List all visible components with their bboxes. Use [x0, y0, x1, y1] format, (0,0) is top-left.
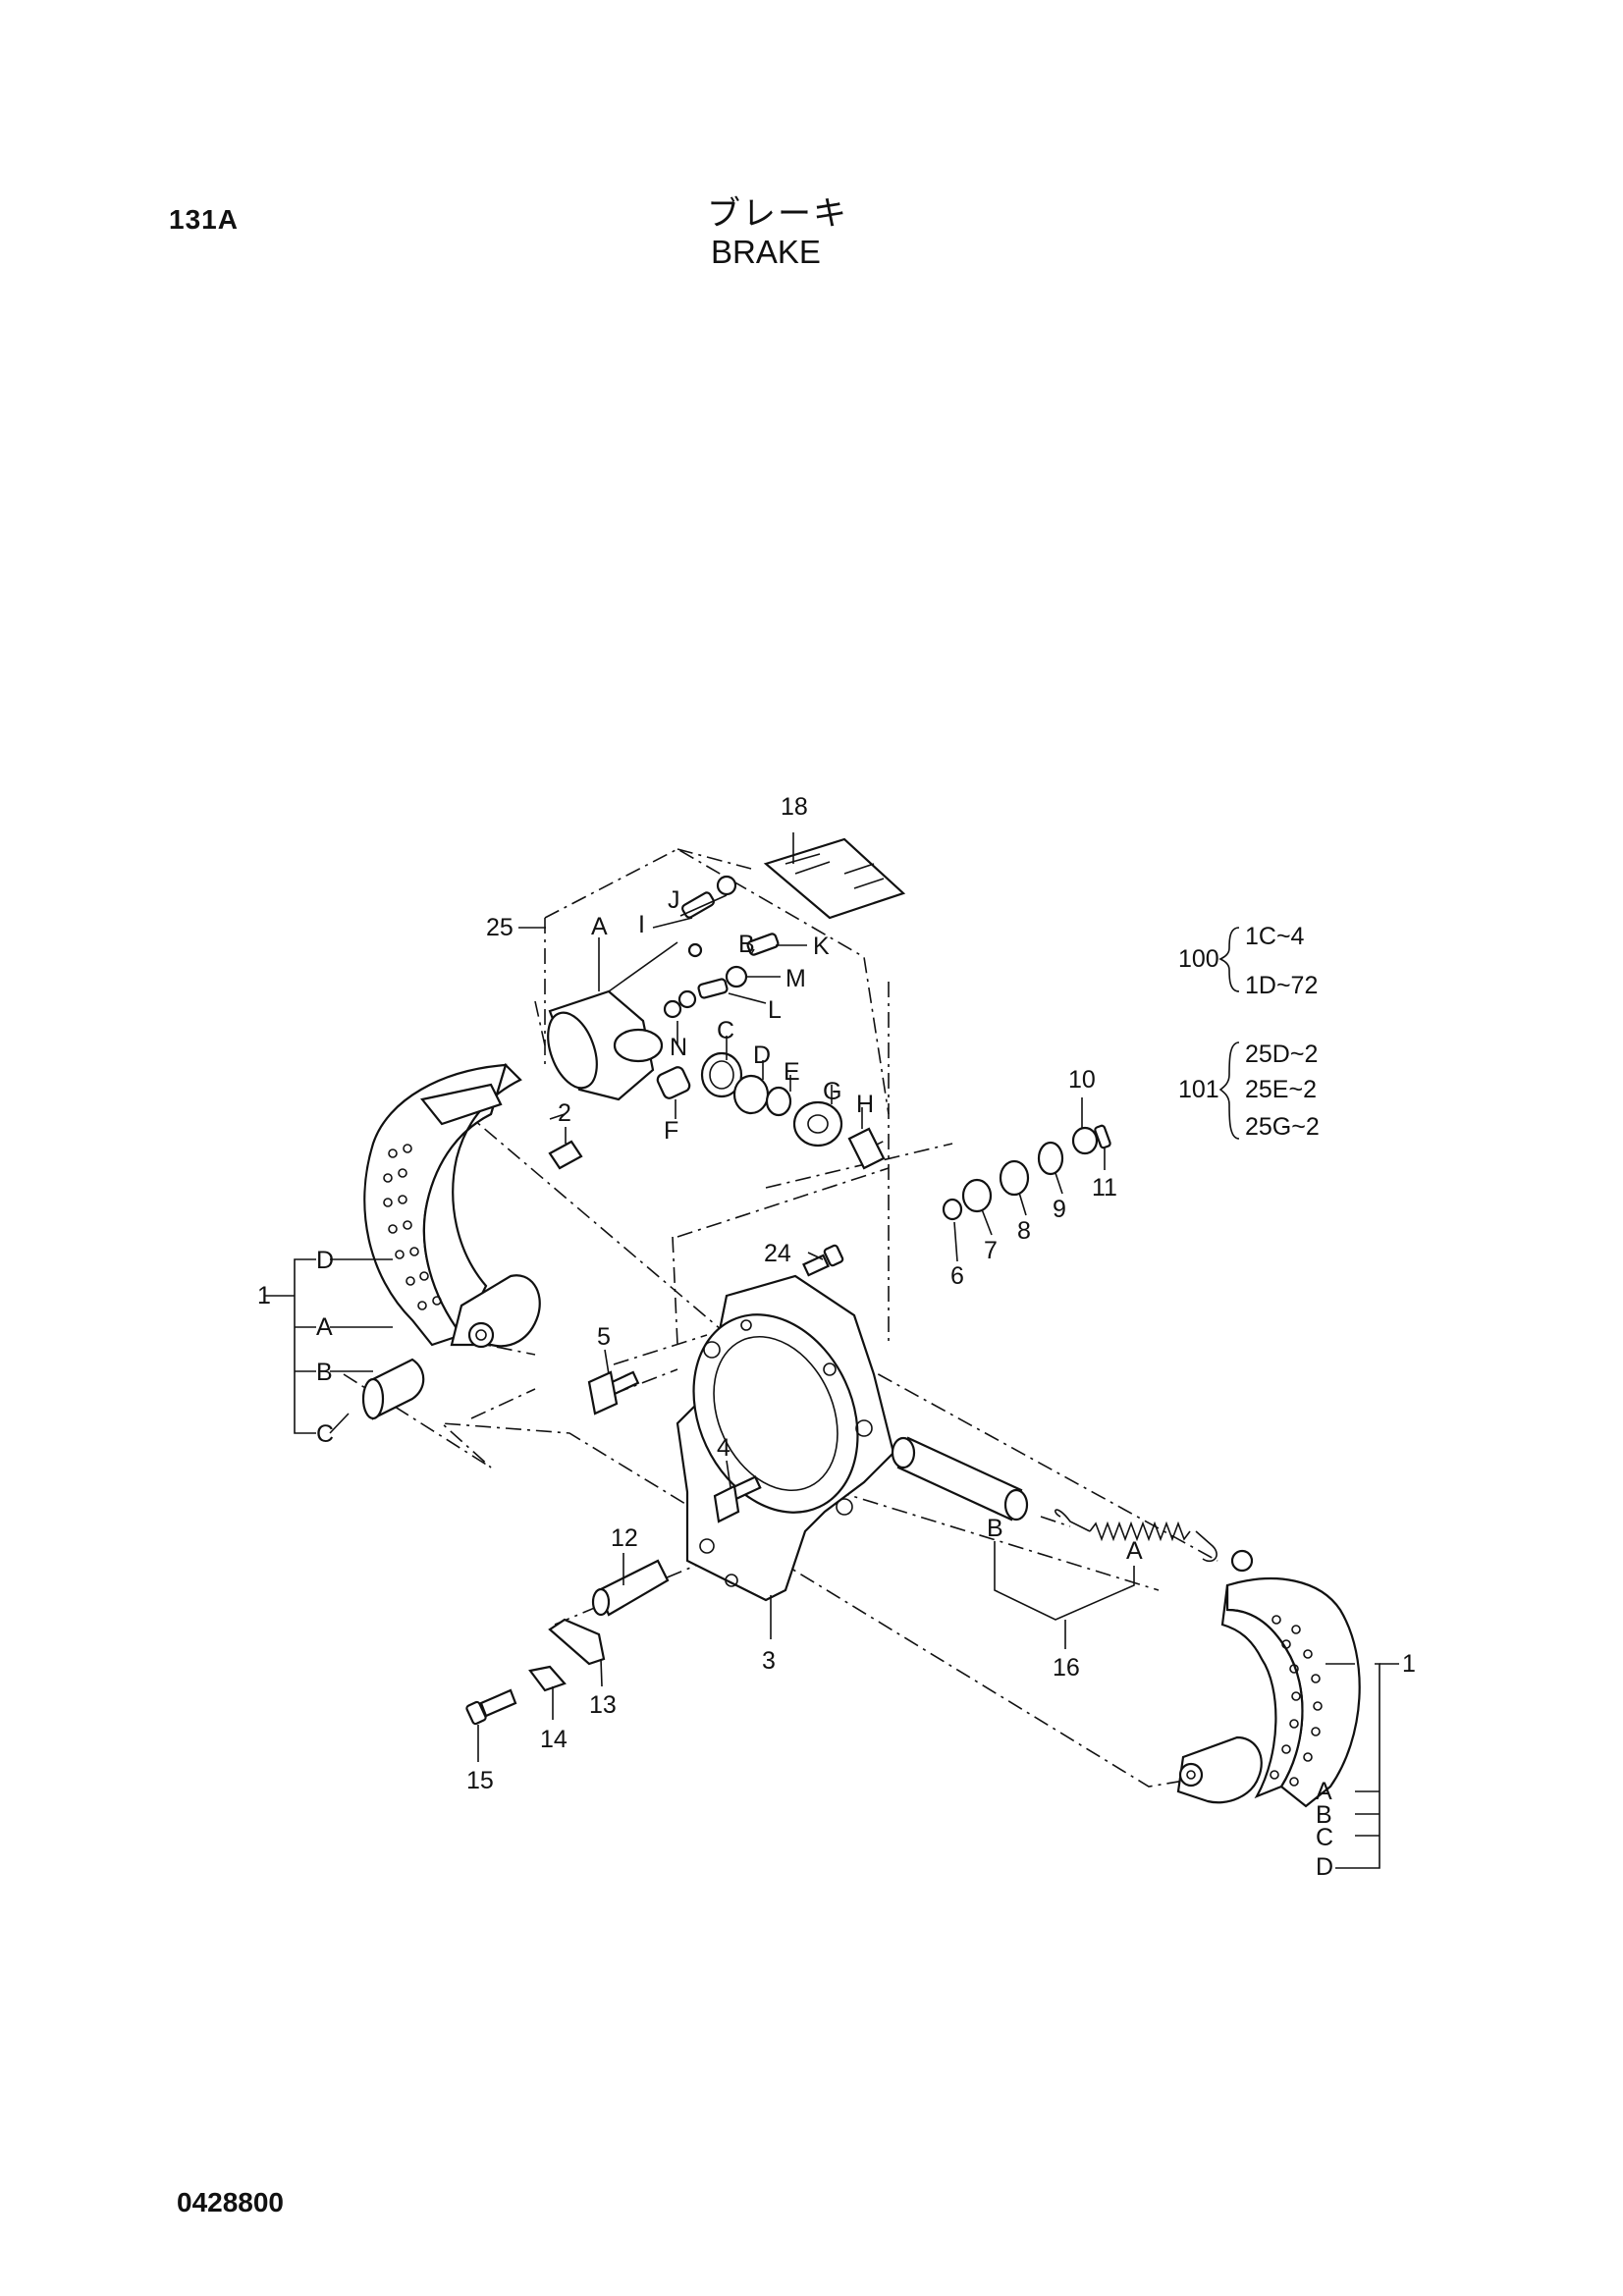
kit-101: 101 25D~2 25E~2 25G~2	[1178, 1041, 1320, 1141]
callout-1-left-B: B	[316, 1359, 333, 1386]
callout-1-right-D: D	[1316, 1853, 1333, 1881]
page-title: BRAKE	[711, 234, 821, 270]
callout-1-left-A: A	[316, 1313, 333, 1341]
pin-12	[591, 1559, 670, 1617]
pin-1b	[361, 1358, 425, 1420]
adjuster-parts	[942, 1124, 1111, 1221]
kit-100-number: 100	[1178, 945, 1219, 973]
callout-24: 24	[764, 1240, 791, 1267]
dust-boot-18	[763, 837, 906, 920]
shoe-rivet-holes	[383, 1144, 442, 1310]
document-number: 0428800	[177, 2187, 285, 2217]
callout-8: 8	[1017, 1217, 1031, 1245]
callout-10: 10	[1068, 1066, 1096, 1094]
callout-9: 9	[1053, 1196, 1066, 1223]
callout-18: 18	[781, 793, 808, 821]
leader-lines	[265, 832, 1399, 1869]
kit-101-number: 101	[1178, 1076, 1219, 1103]
callout-4: 4	[717, 1434, 730, 1462]
kit-101-item-1: 25D~2	[1245, 1041, 1318, 1068]
callout-7: 7	[984, 1237, 998, 1264]
callout-G: G	[823, 1078, 841, 1105]
callout-H: H	[856, 1091, 874, 1118]
kit-101-item-2: 25E~2	[1245, 1076, 1317, 1103]
callout-I: I	[638, 911, 645, 938]
callout-F: F	[664, 1117, 678, 1145]
clip-plates-13-14-15	[465, 1618, 606, 1726]
callout-2: 2	[558, 1099, 571, 1127]
assembly-guide-lines	[343, 848, 1218, 1788]
callout-5: 5	[597, 1323, 611, 1351]
kit-100: 100 1C~4 1D~72	[1178, 923, 1318, 999]
page-code: 131A	[169, 204, 239, 235]
callout-16: 16	[1053, 1654, 1080, 1682]
callout-C: C	[717, 1017, 734, 1044]
callout-A: A	[591, 913, 608, 940]
callout-16A: A	[1126, 1537, 1143, 1565]
pin-2	[548, 1140, 583, 1170]
callout-N: N	[670, 1034, 687, 1061]
callout-25: 25	[486, 914, 514, 941]
kit-100-item-2: 1D~72	[1245, 972, 1318, 999]
callout-1-left-D: D	[316, 1247, 334, 1274]
bolt-5	[587, 1370, 640, 1415]
wheel-cylinder-assembly	[547, 875, 886, 1170]
callout-1-right-A: A	[1316, 1778, 1332, 1805]
callout-1-left-C: C	[316, 1420, 334, 1448]
callout-11: 11	[1092, 1174, 1117, 1201]
callout-B: B	[738, 931, 755, 958]
page-title-japanese: ブレーキ	[707, 195, 848, 233]
right-brake-shoe	[1176, 1549, 1361, 1808]
backing-plate	[676, 1274, 895, 1602]
callout-1-left: 1	[257, 1282, 271, 1309]
callout-E: E	[784, 1058, 800, 1086]
callout-3: 3	[762, 1647, 776, 1675]
callout-K: K	[813, 933, 830, 960]
callout-13: 13	[589, 1691, 617, 1719]
callout-6: 6	[950, 1262, 964, 1290]
callout-D: D	[753, 1041, 771, 1069]
kit-101-item-3: 25G~2	[1245, 1113, 1320, 1141]
callout-15: 15	[466, 1767, 494, 1794]
return-spring	[1055, 1509, 1217, 1563]
callout-1-right-C: C	[1316, 1824, 1333, 1851]
kit-100-item-1: 1C~4	[1245, 923, 1305, 950]
shoe-rivet-holes-right	[1270, 1615, 1323, 1787]
callout-16B: B	[987, 1515, 1003, 1542]
callout-J: J	[668, 886, 680, 914]
callout-1-right-B: B	[1316, 1801, 1332, 1829]
callout-1-right: 1	[1402, 1650, 1416, 1678]
bolt-4	[713, 1475, 762, 1523]
callout-12: 12	[611, 1524, 638, 1552]
adjuster-16	[891, 1436, 1029, 1522]
left-brake-shoe	[363, 1062, 541, 1349]
callout-14: 14	[540, 1726, 568, 1753]
callout-M: M	[785, 965, 806, 992]
callout-labels: 18 25 A J I B K M L N C D E G H F 2 10 1…	[257, 793, 1416, 1881]
bolt-24	[802, 1244, 844, 1277]
callout-L: L	[768, 996, 782, 1024]
